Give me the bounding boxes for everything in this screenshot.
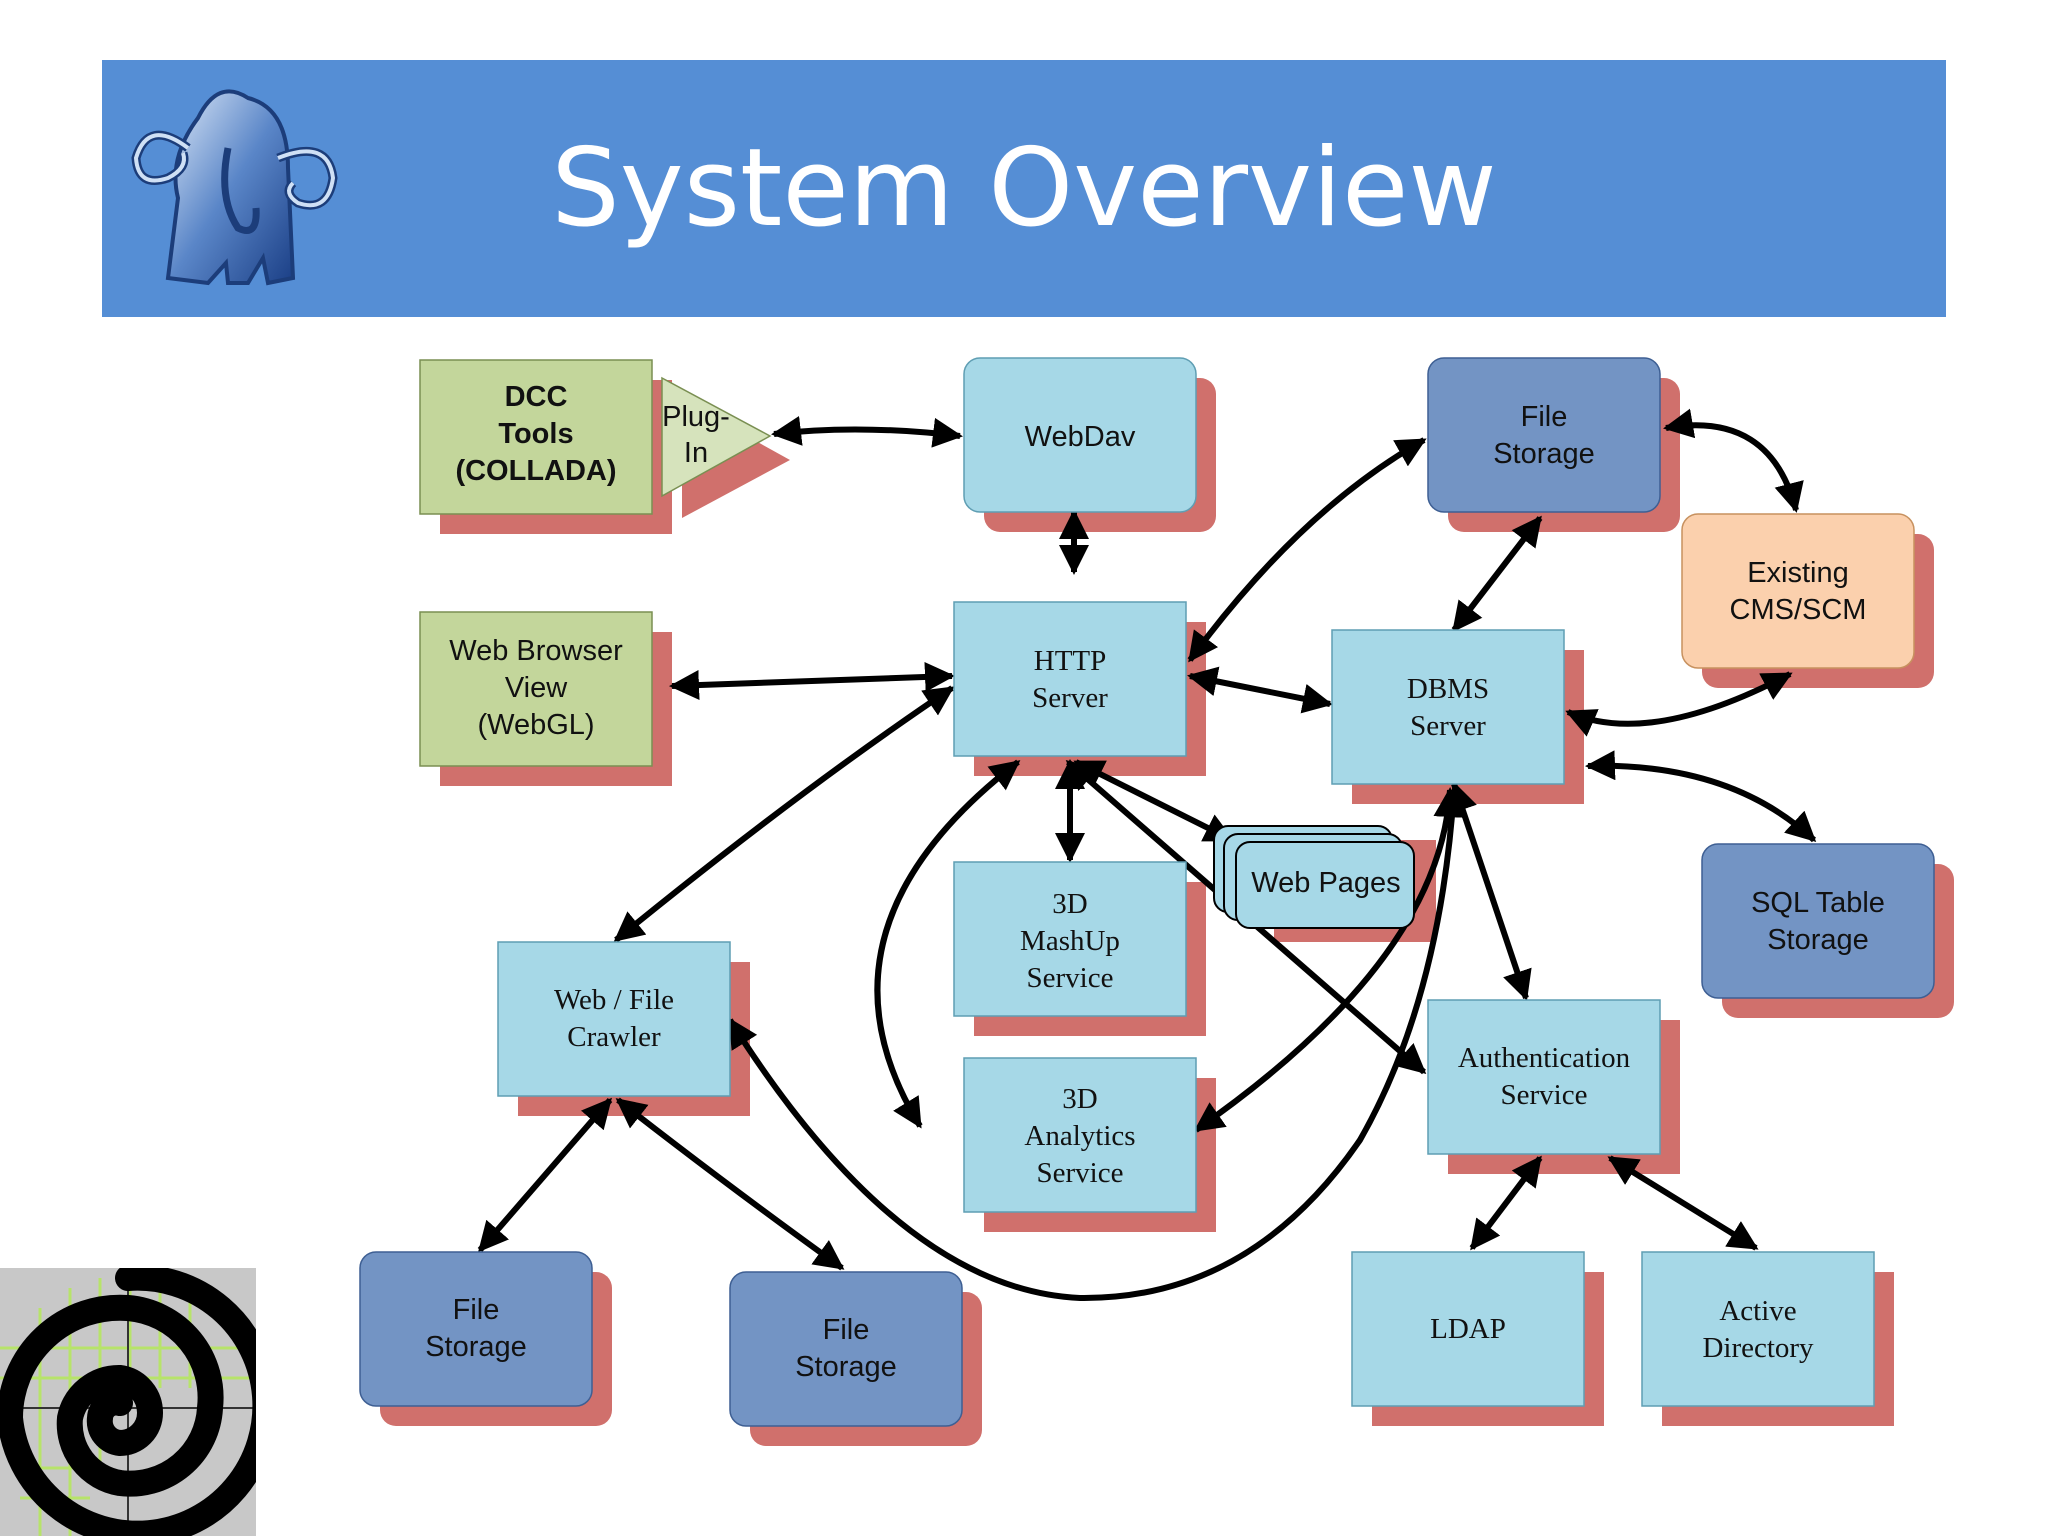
sql-table-line-1: SQL Table	[1751, 887, 1885, 919]
active-directory-box: Active Directory	[1641, 1251, 1875, 1407]
file-storage-top-box: File Storage	[1427, 357, 1661, 513]
http-server-line-1: HTTP	[1034, 645, 1107, 677]
ldap-box: LDAP	[1351, 1251, 1585, 1407]
dbms-server-box: DBMS Server	[1331, 629, 1565, 785]
connectors	[477, 408, 1817, 1302]
dbms-server-line-2: Server	[1410, 710, 1486, 742]
file-storage-mid-box: File Storage	[729, 1271, 963, 1427]
file-storage-top-line-2: Storage	[1493, 438, 1595, 470]
crawler-line-1: Web / File	[554, 984, 674, 1016]
file-storage-mid-line-1: File	[823, 1314, 870, 1346]
crawler-box: Web / File Crawler	[497, 941, 731, 1097]
web-browser-line-1: Web Browser	[449, 635, 623, 667]
file-storage-left-line-2: Storage	[425, 1331, 527, 1363]
analytics-line-3: Service	[1037, 1157, 1124, 1189]
spiral-logo	[0, 1268, 256, 1536]
http-server-line-2: Server	[1032, 682, 1108, 714]
active-directory-line-2: Directory	[1702, 1332, 1814, 1364]
plugin-line-2: In	[684, 437, 708, 469]
sql-table-storage-box: SQL Table Storage	[1701, 843, 1935, 999]
auth-line-1: Authentication	[1458, 1042, 1631, 1074]
sql-table-line-2: Storage	[1767, 924, 1869, 956]
webdav-box: WebDav	[963, 357, 1197, 513]
file-storage-left-line-1: File	[453, 1294, 500, 1326]
slide-title: System Overview	[551, 126, 1497, 251]
analytics-service-box: 3D Analytics Service	[963, 1057, 1197, 1213]
web-pages-label: Web Pages	[1251, 867, 1400, 899]
webdav-label: WebDav	[1025, 421, 1136, 453]
web-browser-box: Web Browser View (WebGL)	[419, 611, 653, 767]
existing-cms-line-2: CMS/SCM	[1730, 594, 1867, 626]
mammoth-logo	[131, 89, 338, 286]
mashup-line-2: MashUp	[1020, 925, 1120, 957]
web-pages-stack: Web Pages	[1213, 825, 1415, 929]
active-directory-line-1: Active	[1719, 1295, 1796, 1327]
ldap-label: LDAP	[1430, 1313, 1506, 1345]
web-browser-line-3: (WebGL)	[477, 709, 594, 741]
plugin-triangle: Plug- In	[661, 376, 772, 498]
plugin-line-1: Plug-	[662, 401, 730, 433]
file-storage-mid-line-2: Storage	[795, 1351, 897, 1383]
file-storage-left-box: File Storage	[359, 1251, 593, 1407]
web-browser-line-2: View	[505, 672, 568, 704]
title-banner: System Overview	[102, 60, 1946, 317]
dbms-server-line-1: DBMS	[1407, 673, 1489, 705]
dcc-tools-line-3: (COLLADA)	[455, 455, 616, 487]
http-server-box: HTTP Server	[953, 601, 1187, 757]
auth-line-2: Service	[1501, 1079, 1588, 1111]
auth-service-box: Authentication Service	[1427, 999, 1661, 1155]
dcc-tools-line-2: Tools	[498, 418, 573, 450]
crawler-line-2: Crawler	[567, 1021, 661, 1053]
existing-cms-box: Existing CMS/SCM	[1681, 513, 1915, 669]
mashup-line-1: 3D	[1052, 888, 1087, 920]
dcc-tools-line-1: DCC	[505, 381, 568, 413]
mashup-service-box: 3D MashUp Service	[953, 861, 1187, 1017]
existing-cms-line-1: Existing	[1747, 557, 1849, 589]
dcc-tools-box: DCC Tools (COLLADA)	[419, 359, 653, 515]
analytics-line-1: 3D	[1062, 1083, 1097, 1115]
analytics-line-2: Analytics	[1024, 1120, 1135, 1152]
mashup-line-3: Service	[1027, 962, 1114, 994]
file-storage-top-line-1: File	[1521, 401, 1568, 433]
